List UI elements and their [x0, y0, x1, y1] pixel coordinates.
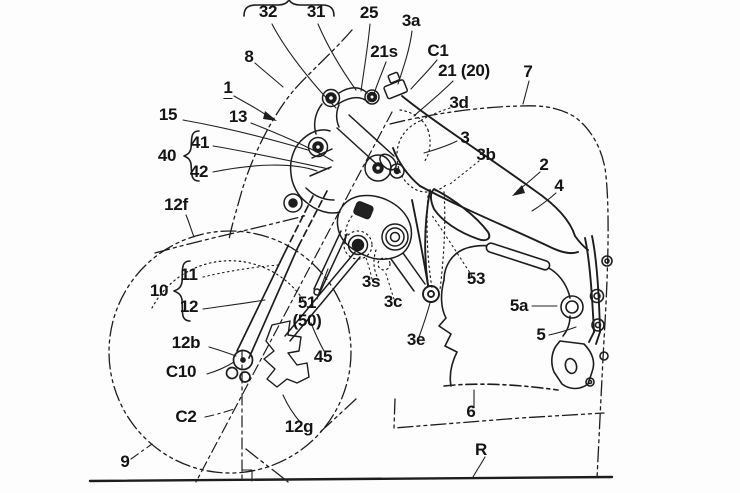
ref-label-C10: C10 [165, 362, 197, 381]
ref-label-15: 15 [158, 105, 178, 124]
ref-label-21-20: 21 (20) [438, 61, 490, 80]
wheel-rim-hidden-arc [151, 260, 309, 309]
ref-label-3a: 3a [401, 11, 421, 30]
engine-bottom-hidden [443, 383, 559, 391]
hidden-detail-dotted [343, 109, 448, 291]
front-cowl-line-8 [228, 29, 353, 241]
ref-label-32: 32 [258, 2, 278, 21]
leader-lines [130, 23, 577, 478]
ref-label-12: 12 [179, 297, 199, 316]
ground-line [88, 475, 614, 483]
brace-10 [173, 260, 191, 322]
arrowhead-2 [512, 185, 525, 196]
engine-outline [438, 242, 613, 391]
ref-label-10: 10 [149, 281, 169, 300]
ref-label-45: 45 [313, 347, 333, 366]
front-fork [225, 190, 328, 388]
ref-label-R: R [475, 440, 487, 459]
ref-label-12g: 12g [284, 417, 314, 436]
ref-label-5a: 5a [509, 296, 529, 315]
ref-label-12b: 12b [171, 333, 201, 352]
ref-label-53: 53 [466, 269, 486, 288]
ref-label-6: 6 [466, 402, 476, 421]
body-line-7 [389, 105, 609, 479]
ref-label-13: 13 [228, 107, 248, 126]
damper-pad [353, 201, 374, 220]
ref-label-21s: 21s [370, 42, 398, 61]
ref-label-51: 51 [297, 293, 317, 312]
steering-axis-C2 [195, 111, 393, 483]
bodywork-phantom-lines [108, 29, 609, 483]
ref-label-C2: C2 [175, 407, 197, 426]
ref-label-25: 25 [359, 3, 379, 22]
top-brace [243, 0, 335, 17]
ref-label-9: 9 [120, 452, 130, 471]
ref-label-3: 3 [460, 128, 470, 147]
frame-outline [392, 95, 601, 345]
engine-boss-ring-5a [560, 295, 584, 319]
ref-label-7: 7 [523, 62, 533, 81]
arrowhead-1 [263, 111, 277, 121]
lower-cowl-line-6 [393, 398, 605, 429]
front-wheel-outline [108, 230, 352, 474]
lower-fender-curve [245, 448, 289, 483]
ref-label-40: 40 [157, 146, 177, 165]
tie-rod-45 [284, 251, 361, 342]
braces [173, 0, 335, 322]
right-angle-mark [241, 469, 253, 482]
ref-label-11: 11 [180, 265, 198, 284]
lower-cowl-front-curve [317, 398, 357, 435]
ref-label-42: 42 [189, 162, 209, 181]
frame-cutout [430, 188, 491, 242]
front-axle [232, 349, 254, 371]
ref-label-3c: 3c [383, 292, 403, 311]
link-arm-blob [336, 194, 413, 260]
front-fender-line-12f [154, 214, 309, 254]
ref-label-31: 31 [306, 2, 326, 21]
ref-label-8: 8 [244, 47, 254, 66]
ref-label-4: 4 [554, 176, 564, 195]
ref-label-3d: 3d [449, 93, 469, 112]
axis-lines [195, 111, 393, 483]
leader-arrowheads [263, 111, 525, 196]
ref-label-2: 2 [539, 155, 549, 174]
engine-ridge [485, 242, 551, 271]
ref-label-3s: 3s [361, 272, 381, 291]
ref-label-1: 1 [223, 78, 233, 99]
engine-lower-bracket [551, 340, 595, 390]
brace-40 [183, 130, 200, 182]
steering-rod-51 [313, 230, 348, 293]
ref-label-C1: C1 [427, 41, 449, 60]
ref-label-50: (50) [292, 311, 322, 330]
ref-label-5: 5 [536, 325, 546, 344]
frame-pivot-hole [422, 285, 440, 303]
ref-label-3b: 3b [476, 145, 496, 164]
ref-label-41: 41 [190, 133, 210, 152]
ref-label-12f: 12f [164, 195, 188, 214]
ref-label-3e: 3e [406, 330, 426, 349]
axle-bracket-12g [263, 320, 310, 388]
steering-assembly [283, 71, 426, 342]
